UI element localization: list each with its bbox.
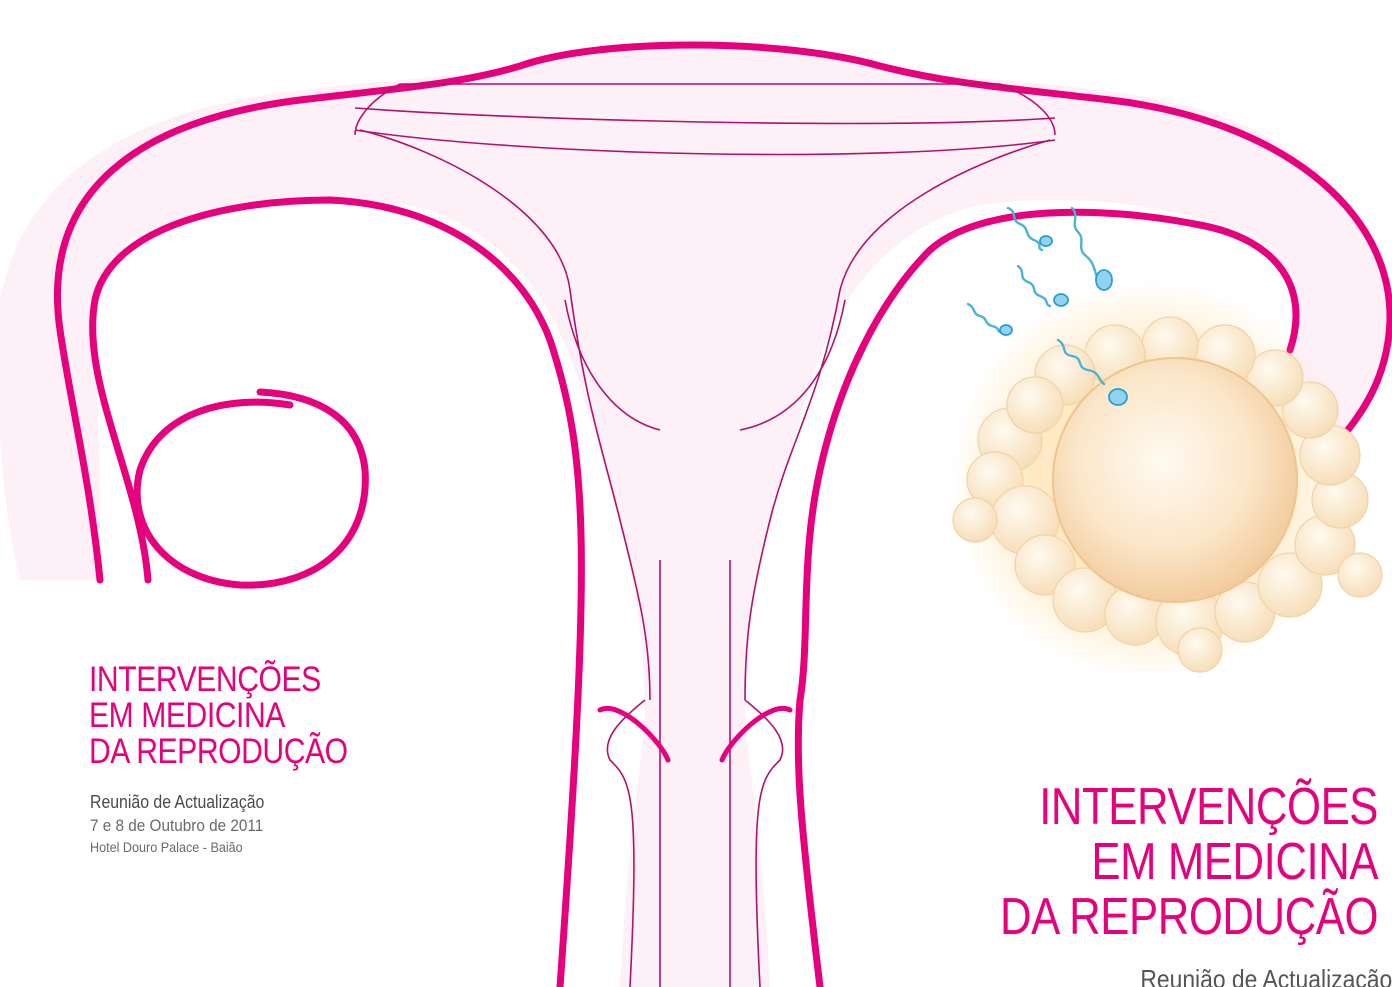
sperm-heads [999, 235, 1128, 406]
event-subtitle: Reunião de Actualização [90, 792, 265, 812]
event-title-line-2: EM MEDICINA [89, 696, 285, 735]
fallopian-tube-icon [794, 208, 1300, 987]
event-venue: Hotel Douro Palace - Baião [90, 839, 243, 855]
fallopian-tube-icon [89, 196, 585, 987]
egg-cell-icon [950, 280, 1383, 680]
cover-title: INTERVENÇÕES EM MEDICINA DA REPRODUÇÃO [1000, 780, 1378, 945]
cover-title-line-1: INTERVENÇÕES [1039, 778, 1378, 836]
cover-title-line-3: DA REPRODUÇÃO [999, 888, 1378, 946]
uterus-icon [0, 46, 1392, 987]
sperm-icon [966, 206, 1106, 386]
event-title: INTERVENÇÕES EM MEDICINA DA REPRODUÇÃO [89, 662, 348, 770]
cervix-icon [597, 705, 793, 763]
ovary-icon [133, 388, 369, 589]
cover-subtitle: Reunião de Actualização [1140, 964, 1392, 987]
event-title-line-3: DA REPRODUÇÃO [89, 732, 348, 771]
event-dates: 7 e 8 de Outubro de 2011 [90, 816, 264, 835]
uterus-wall-lines [354, 83, 1056, 987]
uterus-outline [54, 41, 1392, 584]
event-title-line-1: INTERVENÇÕES [89, 660, 321, 699]
cover-title-line-2: EM MEDICINA [1091, 833, 1378, 891]
